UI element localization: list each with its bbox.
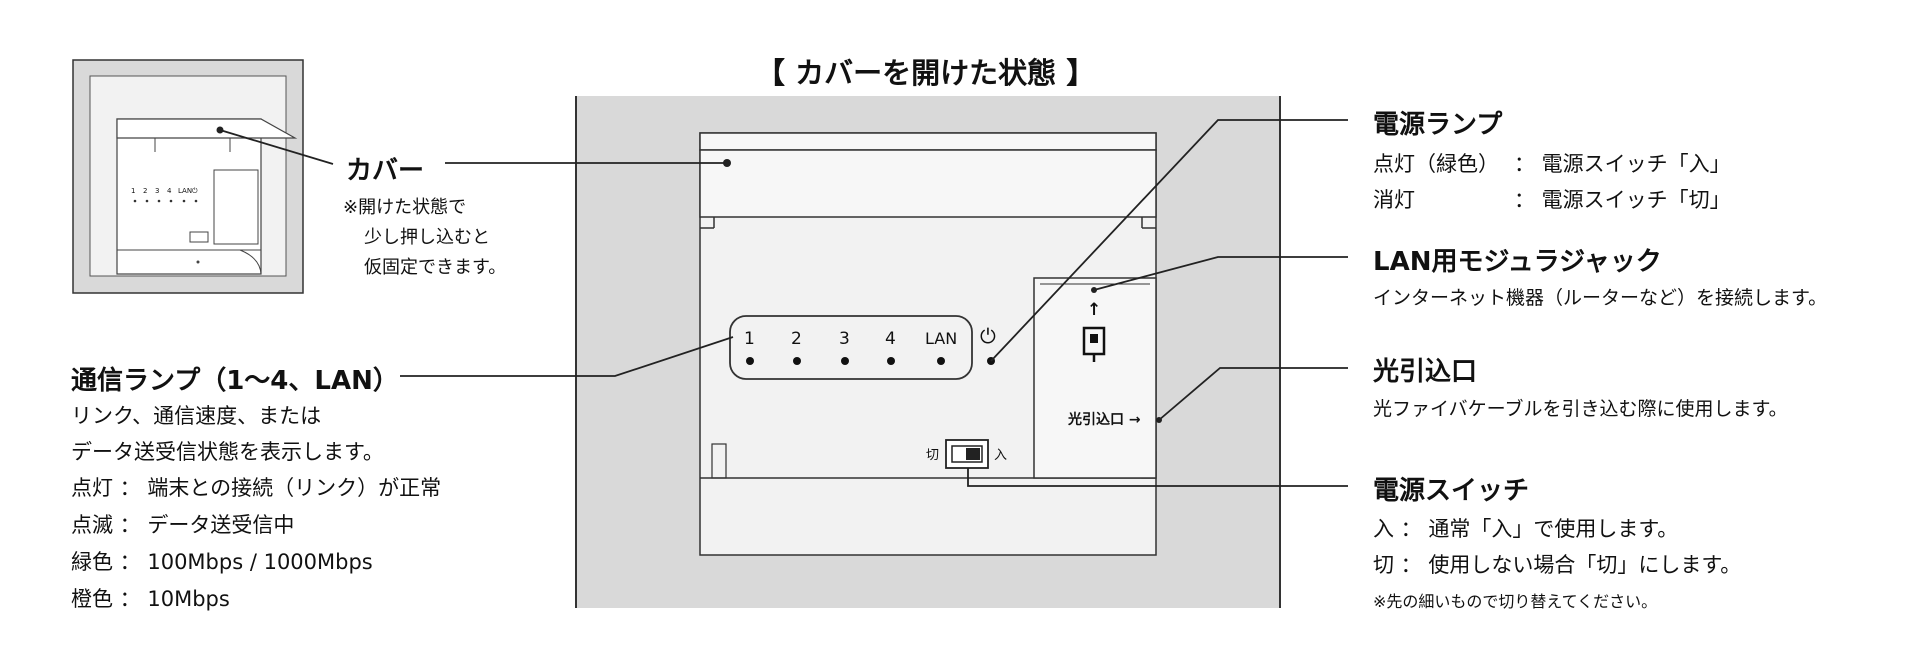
power-switch-line: 入 ： 通常「入」で使用します。 [1373,517,1679,541]
lan-jack-description: インターネット機器（ルーターなど）を接続します。 [1373,287,1828,309]
power-switch-heading: 電源スイッチ [1373,476,1530,506]
comm-lamp-line: データ送受信状態を表示します。 [71,440,384,464]
led-label-lan: LAN [925,329,958,348]
power-lamp-row-value: ： 電源スイッチ「入」 [1514,152,1731,176]
power-switch-note: ※先の細いもので切り替えてください。 [1373,592,1658,611]
cover-note: 少し押し込むと [364,227,490,248]
lan-jack-heading: LAN用モジュラジャック [1373,247,1662,277]
comm-lamp-line: 橙色 ： 10Mbps [71,587,230,611]
led-panel-outline [729,315,973,380]
thumbnail-led-dots [133,199,198,203]
cover-note: 仮固定できます。 [364,257,507,278]
power-switch-knob [966,448,980,460]
fiber-port-leader-line [1158,367,1348,421]
lan-jack-icon [1082,326,1106,362]
thumbnail-device [72,59,304,294]
fiber-port-heading: 光引込口 [1373,357,1478,387]
fiber-port-label: 光引込口 → [1068,412,1141,428]
comm-lamp-line: 点滅 ： データ送受信中 [71,513,295,537]
thumb-led-label: LAN [178,187,193,195]
comm-lamp-heading: 通信ランプ（1～4、LAN） [71,366,399,396]
power-lamp-heading: 電源ランプ [1373,110,1503,140]
main-device-body [699,132,1157,556]
led-label-1: 1 [744,329,755,349]
cover-note: ※開けた状態で [343,197,467,218]
comm-lamp-leader-line [400,336,734,377]
thumb-power-icon: ⏻ [192,187,198,195]
thumb-led-label: 4 [167,187,172,195]
power-lamp-row-label: 点灯（緑色） [1373,152,1499,176]
thumb-led-label: 1 [131,187,136,195]
power-lamp-row-value: ： 電源スイッチ「切」 [1514,188,1731,212]
page-title: 【 カバーを開けた状態 】 [756,56,1096,90]
cover-heading: カバー [346,156,425,186]
thumb-led-label: 2 [143,187,148,195]
switch-off-label: 切 [926,448,940,463]
comm-lamp-line: リンク、通信速度、または [71,404,322,428]
power-icon: ⏻ [980,324,996,348]
led-label-3: 3 [839,329,850,349]
power-switch-line: 切 ： 使用しない場合「切」にします。 [1373,553,1742,577]
led-label-2: 2 [791,329,802,349]
thumb-led-label: 3 [155,187,160,195]
comm-lamp-line: 点灯 ： 端末との接続（リンク）が正常 [71,476,442,500]
power-switch-leader-line [967,468,1348,487]
comm-lamp-line: 緑色 ： 100Mbps / 1000Mbps [71,550,373,574]
switch-on-label: 入 [994,448,1008,463]
lan-jack-leader-line [1093,256,1348,291]
led-dots [746,357,995,365]
power-lamp-row-label: 消灯 [1373,188,1415,212]
fiber-port-description: 光ファイバケーブルを引き込む際に使用します。 [1373,398,1788,420]
power-lamp-leader-line [990,119,1348,362]
cover-leader-line-thumb [219,129,334,165]
led-label-4: 4 [885,329,896,349]
up-arrow-icon: ↑ [1087,300,1102,320]
